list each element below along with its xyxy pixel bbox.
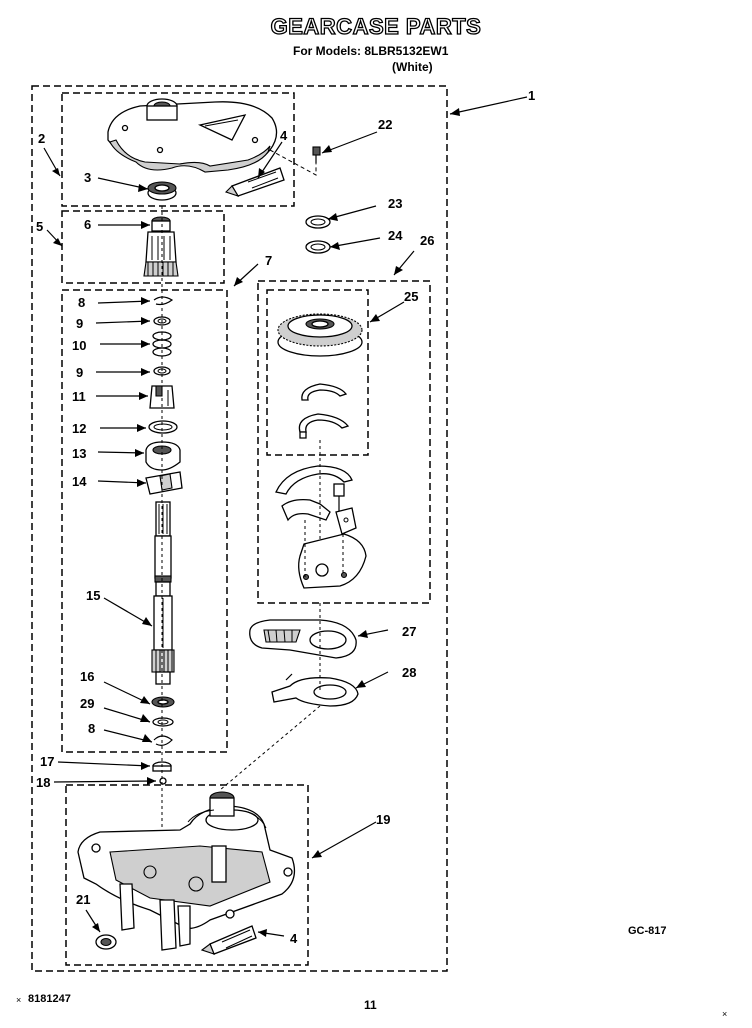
models-line: For Models: 8LBR5132EW1 bbox=[293, 44, 449, 58]
leader-lines bbox=[43, 96, 528, 937]
callout-21: 21 bbox=[76, 892, 90, 907]
callout-5: 5 bbox=[36, 219, 43, 234]
cover-group-box bbox=[61, 92, 295, 207]
figure-code: GC-817 bbox=[628, 925, 667, 937]
housing-group-box bbox=[65, 784, 309, 966]
callout-17: 17 bbox=[40, 754, 54, 769]
washer-23 bbox=[305, 215, 331, 229]
callout-1: 1 bbox=[528, 88, 535, 103]
dog-11 bbox=[149, 385, 175, 409]
callout-9-lower: 9 bbox=[76, 365, 83, 380]
rack-27 bbox=[249, 619, 357, 659]
callout-28: 28 bbox=[402, 665, 416, 680]
callout-18: 18 bbox=[36, 775, 50, 790]
seal-3 bbox=[147, 181, 177, 201]
callout-19: 19 bbox=[376, 812, 390, 827]
callout-24: 24 bbox=[388, 228, 403, 243]
callout-27: 27 bbox=[402, 624, 416, 639]
callout-25: 25 bbox=[404, 289, 418, 304]
washer-29 bbox=[152, 717, 174, 727]
retaining-ring-8-top bbox=[153, 296, 174, 306]
callout-9-top: 9 bbox=[76, 316, 83, 331]
shaft-group-box bbox=[61, 289, 228, 753]
corner-mark-right: × bbox=[722, 1009, 727, 1019]
grease-tube-top bbox=[224, 167, 285, 197]
callout-4-top: 4 bbox=[280, 128, 288, 143]
callout-26: 26 bbox=[420, 233, 434, 248]
split-ring-lower bbox=[298, 413, 350, 439]
page-title: GEARCASE PARTS bbox=[270, 13, 482, 39]
gear-group-box bbox=[266, 289, 369, 456]
callout-16: 16 bbox=[80, 669, 94, 684]
callout-10: 10 bbox=[72, 338, 86, 353]
washer-24 bbox=[305, 240, 331, 254]
callout-8-top: 8 bbox=[78, 295, 85, 310]
page-number: 11 bbox=[364, 998, 377, 1012]
retaining-ring-8-lower bbox=[153, 735, 173, 746]
callout-7: 7 bbox=[265, 253, 272, 268]
agitator-shaft-15 bbox=[151, 501, 175, 685]
callout-4-lower: 4 bbox=[290, 931, 298, 946]
callout-29: 29 bbox=[80, 696, 94, 711]
callout-6: 6 bbox=[84, 217, 91, 232]
ball-18 bbox=[159, 777, 167, 785]
pinion-6 bbox=[143, 216, 179, 277]
bracket-28 bbox=[271, 673, 359, 707]
plug-21 bbox=[95, 934, 117, 950]
pinion-group-box bbox=[61, 210, 225, 284]
callout-12: 12 bbox=[72, 421, 86, 436]
gearcase-assembly-box bbox=[31, 85, 448, 972]
color-line: (White) bbox=[392, 60, 433, 74]
callout-13: 13 bbox=[72, 446, 86, 461]
cam-14 bbox=[145, 471, 183, 495]
callout-8-lower: 8 bbox=[88, 721, 95, 736]
clutch-13 bbox=[145, 441, 181, 471]
callout-14: 14 bbox=[72, 474, 87, 489]
drive-gear-25 bbox=[277, 313, 363, 357]
callout-2: 2 bbox=[38, 131, 45, 146]
doc-number: 8181247 bbox=[28, 993, 71, 1005]
callout-22: 22 bbox=[378, 117, 392, 132]
callout-11: 11 bbox=[72, 389, 86, 404]
washer-12 bbox=[148, 420, 178, 434]
gearcase-housing-19 bbox=[77, 791, 296, 951]
bearing-16 bbox=[151, 696, 175, 708]
screw-22 bbox=[312, 146, 321, 163]
split-ring-upper bbox=[301, 383, 348, 401]
grease-tube-lower bbox=[200, 925, 257, 955]
callout-23: 23 bbox=[388, 196, 402, 211]
shift-lever-assembly bbox=[275, 440, 367, 589]
gear-shift-group-box bbox=[257, 280, 431, 604]
callout-15: 15 bbox=[86, 588, 100, 603]
callout-labels: 1 2 3 4 5 6 7 8 9 10 9 11 12 13 14 15 16… bbox=[36, 88, 535, 946]
gearcase-cover bbox=[107, 98, 278, 173]
corner-mark-left: × bbox=[16, 995, 21, 1005]
callout-3: 3 bbox=[84, 170, 91, 185]
